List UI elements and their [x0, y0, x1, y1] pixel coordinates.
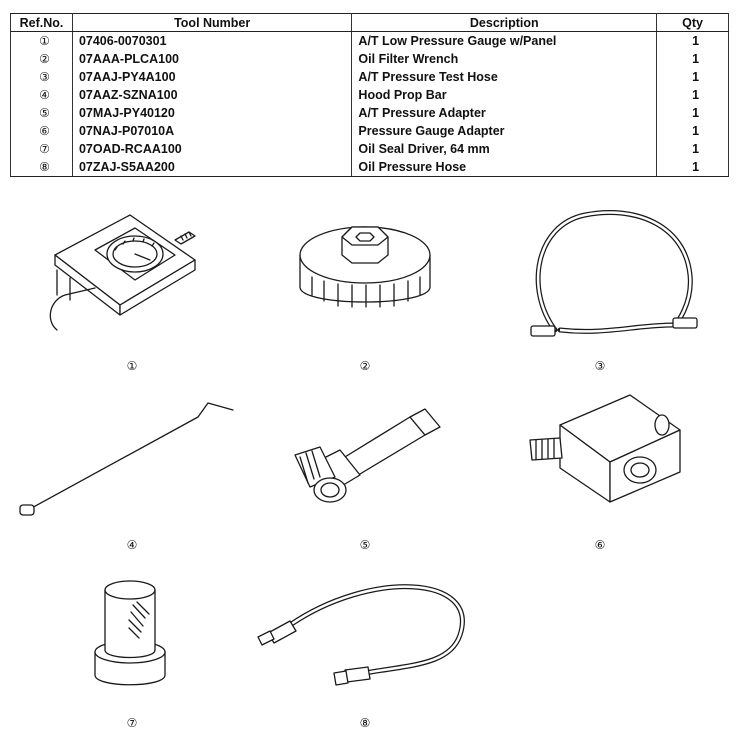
pressure-gauge-panel-icon: [49, 214, 196, 331]
tool-qty: 1: [656, 122, 729, 140]
figure-label: ⑤: [359, 538, 371, 552]
hood-prop-bar-icon: [19, 402, 234, 516]
tool-number: 07AAA-PLCA100: [71, 50, 353, 68]
ref-no: ②: [10, 50, 73, 68]
ref-no: ⑥: [10, 122, 73, 140]
tool-description: Oil Pressure Hose: [351, 158, 658, 177]
pressure-adapter-icon: [294, 408, 441, 503]
oil-seal-driver-icon: [94, 580, 166, 686]
tool-description: A/T Low Pressure Gauge w/Panel: [351, 31, 658, 50]
table-header-row: Ref.No. Tool Number Description Qty: [10, 13, 729, 32]
header-qty: Qty: [656, 13, 729, 32]
header-description: Description: [351, 13, 658, 32]
ref-no: ⑤: [10, 104, 73, 122]
figure-label: ⑦: [126, 716, 138, 730]
tool-description: Pressure Gauge Adapter: [351, 122, 658, 140]
oil-pressure-hose-icon: [257, 584, 465, 686]
tool-number: 07OAD-RCAA100: [71, 140, 353, 158]
tool-qty: 1: [656, 158, 729, 177]
figure-label: ⑥: [594, 538, 606, 552]
tool-description: A/T Pressure Adapter: [351, 104, 658, 122]
tool-description: Hood Prop Bar: [351, 86, 658, 104]
ref-no: ①: [10, 31, 73, 50]
tool-number: 07AAZ-SZNA100: [71, 86, 353, 104]
figure-label: ①: [126, 359, 138, 373]
tool-number: 07NAJ-P07010A: [71, 122, 353, 140]
test-hose-icon: [530, 210, 698, 337]
tool-description: Oil Filter Wrench: [351, 50, 658, 68]
gauge-adapter-block-icon: [529, 394, 681, 503]
header-ref-no: Ref.No.: [10, 13, 73, 32]
tool-qty: 1: [656, 104, 729, 122]
header-tool-number: Tool Number: [71, 13, 353, 32]
tool-qty: 1: [656, 140, 729, 158]
figure-label: ④: [126, 538, 138, 552]
tool-qty: 1: [656, 68, 729, 86]
tool-number: 07AAJ-PY4A100: [71, 68, 353, 86]
ref-no: ⑧: [10, 158, 73, 177]
tool-qty: 1: [656, 31, 729, 50]
tool-number: 07ZAJ-S5AA200: [71, 158, 353, 177]
tool-qty: 1: [656, 86, 729, 104]
oil-filter-wrench-icon: [299, 226, 431, 308]
tool-number: 07406-0070301: [71, 31, 353, 50]
figure-label: ②: [359, 359, 371, 373]
ref-no: ④: [10, 86, 73, 104]
ref-no: ⑦: [10, 140, 73, 158]
tool-qty: 1: [656, 50, 729, 68]
figure-label: ⑧: [359, 716, 371, 730]
ref-no: ③: [10, 68, 73, 86]
tool-description: A/T Pressure Test Hose: [351, 68, 658, 86]
figure-label: ③: [594, 359, 606, 373]
tool-description: Oil Seal Driver, 64 mm: [351, 140, 658, 158]
tool-number: 07MAJ-PY40120: [71, 104, 353, 122]
